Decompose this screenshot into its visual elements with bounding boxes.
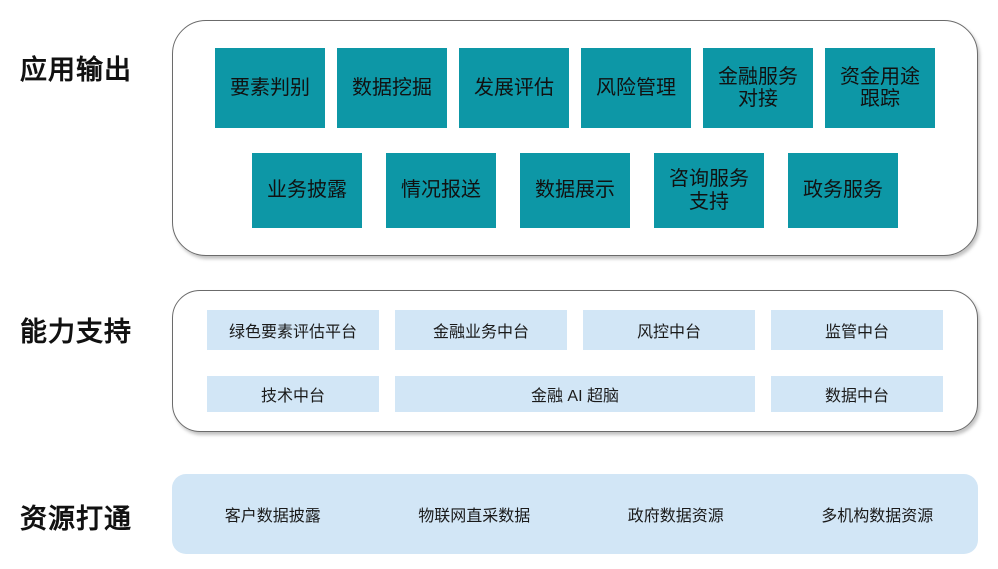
resource-item-2[interactable]: 物联网直采数据 bbox=[418, 508, 531, 525]
tile-capability-support-3[interactable]: 风控中台 bbox=[583, 310, 755, 350]
tile-application-output-1[interactable]: 要素判别 bbox=[215, 48, 325, 128]
tile-application-output-7[interactable]: 业务披露 bbox=[252, 153, 362, 228]
tile-capability-support-6[interactable]: 金融 AI 超脑 bbox=[395, 376, 755, 412]
tile-capability-support-4[interactable]: 监管中台 bbox=[771, 310, 943, 350]
tile-capability-support-5[interactable]: 技术中台 bbox=[207, 376, 379, 412]
row-label-capability-support: 能力支持 bbox=[20, 317, 132, 347]
application-output-row-1: 要素判别 数据挖掘 发展评估 风险管理 金融服务 对接 资金用途 跟踪 bbox=[173, 48, 977, 128]
tile-application-output-9[interactable]: 数据展示 bbox=[520, 153, 630, 228]
row-label-application-output: 应用输出 bbox=[20, 55, 132, 85]
capability-support-row-1: 绿色要素评估平台 金融业务中台 风控中台 监管中台 bbox=[173, 310, 977, 350]
tile-application-output-8[interactable]: 情况报送 bbox=[386, 153, 496, 228]
tile-application-output-3[interactable]: 发展评估 bbox=[459, 48, 569, 128]
tile-capability-support-7[interactable]: 数据中台 bbox=[771, 376, 943, 412]
application-output-row-2: 业务披露 情况报送 数据展示 咨询服务 支持 政务服务 bbox=[173, 153, 977, 228]
tile-application-output-4[interactable]: 风险管理 bbox=[581, 48, 691, 128]
tile-application-output-10[interactable]: 咨询服务 支持 bbox=[654, 153, 764, 228]
panel-capability-support: 绿色要素评估平台 金融业务中台 风控中台 监管中台 技术中台 金融 AI 超脑 … bbox=[172, 290, 978, 432]
tile-application-output-2[interactable]: 数据挖掘 bbox=[337, 48, 447, 128]
tile-capability-support-1[interactable]: 绿色要素评估平台 bbox=[207, 310, 379, 350]
tile-application-output-6[interactable]: 资金用途 跟踪 bbox=[825, 48, 935, 128]
panel-resource-integration: 客户数据披露 物联网直采数据 政府数据资源 多机构数据资源 bbox=[172, 474, 978, 554]
tile-capability-support-2[interactable]: 金融业务中台 bbox=[395, 310, 567, 350]
capability-support-row-2: 技术中台 金融 AI 超脑 数据中台 bbox=[173, 376, 977, 412]
resource-item-1[interactable]: 客户数据披露 bbox=[224, 508, 321, 525]
tile-application-output-5[interactable]: 金融服务 对接 bbox=[703, 48, 813, 128]
resource-item-4[interactable]: 多机构数据资源 bbox=[821, 508, 934, 525]
resource-item-3[interactable]: 政府数据资源 bbox=[627, 508, 724, 525]
row-label-resource-integration: 资源打通 bbox=[20, 504, 132, 534]
panel-application-output: 要素判别 数据挖掘 发展评估 风险管理 金融服务 对接 资金用途 跟踪 业务披露… bbox=[172, 20, 978, 256]
tile-application-output-11[interactable]: 政务服务 bbox=[788, 153, 898, 228]
